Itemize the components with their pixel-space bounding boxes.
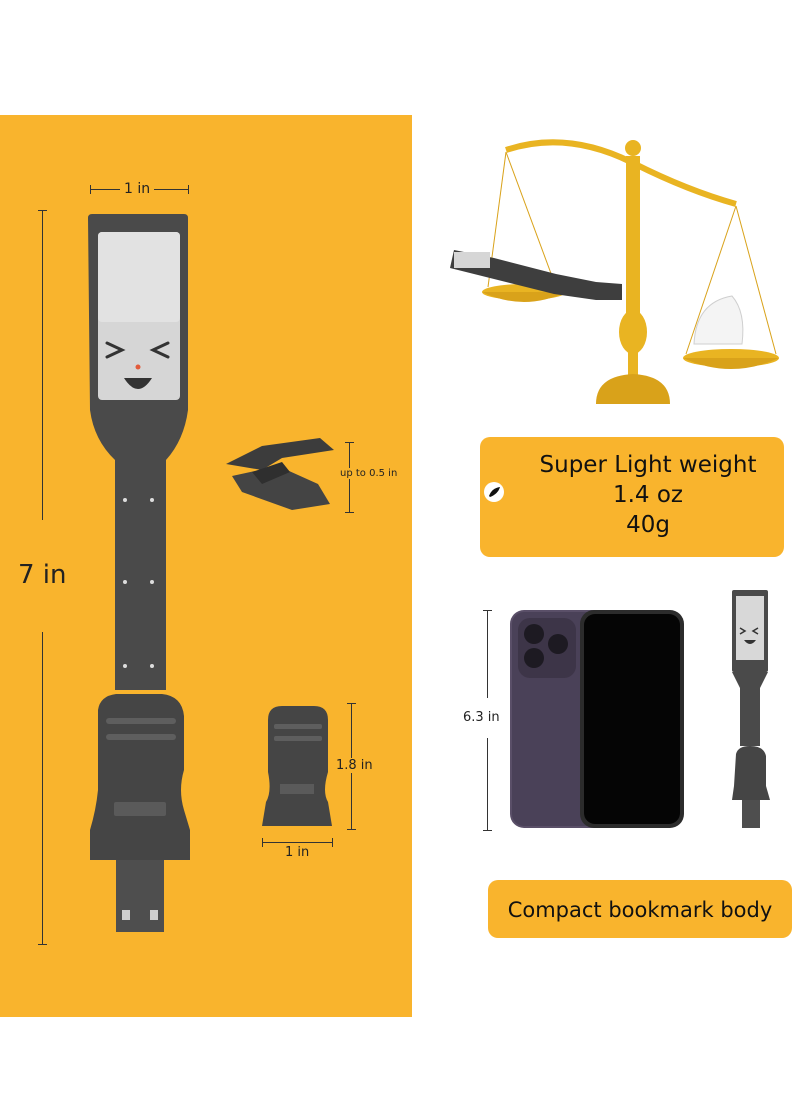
length-dimension-label: 7 in bbox=[18, 560, 67, 590]
weight-title: Super Light weight bbox=[539, 452, 757, 478]
clip-height-label: 1.8 in bbox=[334, 758, 375, 773]
length-dimension-tick-bottom bbox=[38, 944, 47, 945]
bookmark-light-small bbox=[732, 590, 770, 828]
balance-scale-illustration bbox=[450, 139, 779, 404]
phone-height-dimension-line-bottom bbox=[487, 738, 488, 830]
winking-smiley-face-icon bbox=[105, 341, 170, 389]
clip-height-tick-bottom bbox=[347, 829, 356, 830]
weight-ounces: 1.4 oz bbox=[612, 482, 684, 508]
clip-width-tick-left bbox=[262, 838, 263, 847]
bookmark-light-device bbox=[88, 214, 190, 932]
clip-opening-tick-top bbox=[345, 442, 354, 443]
length-dimension-line-bottom bbox=[42, 632, 43, 944]
width-dimension-tick-left bbox=[90, 185, 91, 194]
phone-height-tick-top bbox=[483, 610, 492, 611]
clip-width-tick-right bbox=[332, 838, 333, 847]
clip-front-view bbox=[262, 706, 332, 826]
clip-width-label: 1 in bbox=[285, 845, 310, 860]
weight-callout bbox=[480, 437, 784, 557]
phone-height-dimension-line-top bbox=[487, 610, 488, 698]
weight-grams: 40g bbox=[626, 512, 670, 538]
clip-height-tick-top bbox=[347, 703, 356, 704]
phone-height-tick-bottom bbox=[483, 830, 492, 831]
width-dimension-label: 1 in bbox=[120, 181, 155, 197]
clip-width-dimension-line bbox=[262, 842, 332, 843]
length-dimension-line-top bbox=[42, 210, 43, 520]
clip-side-view bbox=[226, 438, 334, 510]
feather-icon bbox=[484, 482, 504, 502]
compact-body-label: Compact bookmark body bbox=[507, 898, 773, 922]
length-dimension-tick-top bbox=[38, 210, 47, 211]
clip-opening-label: up to 0.5 in bbox=[338, 468, 400, 479]
clip-opening-tick-bottom bbox=[345, 512, 354, 513]
width-dimension-tick-right bbox=[188, 185, 189, 194]
compact-callout bbox=[488, 880, 792, 938]
dimensions-panel bbox=[0, 115, 412, 1017]
smartphone-comparison bbox=[510, 610, 684, 828]
phone-height-label: 6.3 in bbox=[463, 710, 500, 725]
